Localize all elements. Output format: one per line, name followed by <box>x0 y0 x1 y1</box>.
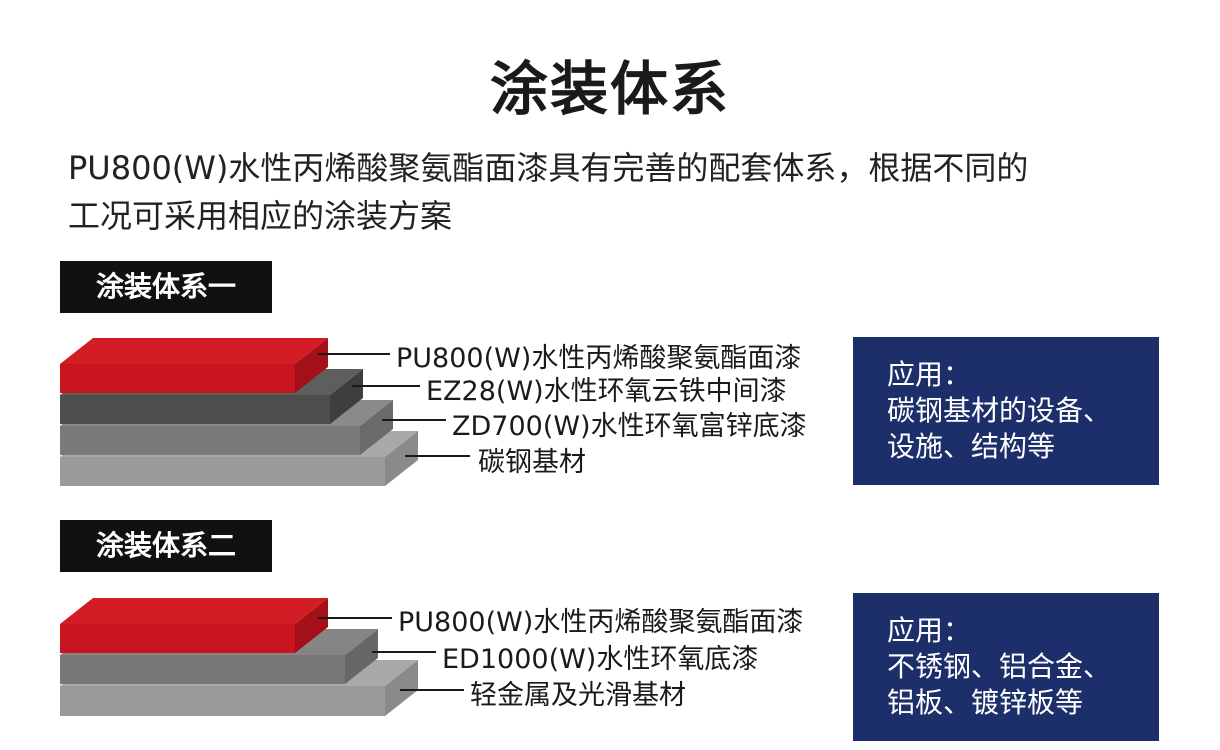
system-2-layer-diagram <box>60 598 464 716</box>
application-text: 设施、结构等 <box>887 430 1056 463</box>
system-1-layer-label: 碳钢基材 <box>478 447 586 478</box>
system-2-application-box: 应用： 不锈钢、铝合金、 铝板、镀锌板等 <box>853 593 1159 741</box>
system-1-tag: 涂装体系一 <box>60 261 272 313</box>
system-1-layer-label: PU800(W)水性丙烯酸聚氨酯面漆 <box>396 343 802 374</box>
intro-line-2: 工况可采用相应的涂装方案 <box>68 197 453 235</box>
system-1-layer-label: ZD700(W)水性环氧富锌底漆 <box>452 411 807 442</box>
application-heading: 应用： <box>887 614 972 647</box>
system-1-layer-label: EZ28(W)水性环氧云铁中间漆 <box>426 376 787 407</box>
page-title: 涂装体系 <box>489 55 730 123</box>
application-text: 铝板、镀锌板等 <box>887 686 1084 719</box>
system-2-layer-label: PU800(W)水性丙烯酸聚氨酯面漆 <box>398 607 804 638</box>
system-2-layer-label: ED1000(W)水性环氧底漆 <box>442 644 759 675</box>
layer-top-coat <box>60 338 328 393</box>
application-text: 不锈钢、铝合金、 <box>887 650 1112 683</box>
system-1-layer-diagram <box>60 338 470 486</box>
intro-text: PU800(W)水性丙烯酸聚氨酯面漆具有完善的配套体系，根据不同的 工况可采用相… <box>68 144 1168 240</box>
system-2-layer-label: 轻金属及光滑基材 <box>470 680 686 711</box>
intro-line-1: PU800(W)水性丙烯酸聚氨酯面漆具有完善的配套体系，根据不同的 <box>68 149 1029 187</box>
system-1-application-box: 应用： 碳钢基材的设备、 设施、结构等 <box>853 337 1159 485</box>
layer-top-coat <box>60 598 328 653</box>
application-heading: 应用： <box>887 358 972 391</box>
system-2-tag: 涂装体系二 <box>60 520 272 572</box>
application-text: 碳钢基材的设备、 <box>887 394 1112 427</box>
